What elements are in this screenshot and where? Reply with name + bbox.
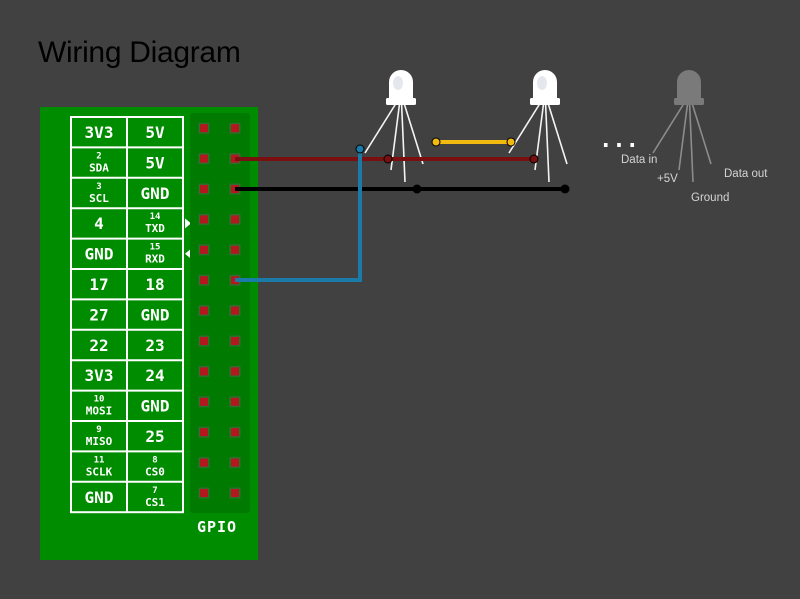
pin-number: 7	[152, 486, 157, 496]
led-1	[364, 70, 424, 183]
pin-label: SCLK	[86, 465, 113, 478]
pin-label: SDA	[89, 161, 109, 174]
led-body	[677, 70, 701, 100]
junction-5v-led1	[383, 154, 393, 164]
leg-label-data-in: Data in	[621, 154, 657, 166]
pin-label: 3V3	[85, 123, 114, 142]
pin-number: 8	[152, 455, 157, 465]
ellipsis-label: ...	[599, 128, 639, 153]
pin-label: MOSI	[86, 405, 113, 418]
pin-number: 14	[150, 212, 161, 222]
pin-number: 10	[94, 395, 105, 405]
leg-label-ground: Ground	[691, 192, 729, 204]
header-pin-odd	[200, 428, 208, 437]
led-leg	[688, 103, 694, 183]
pin-header	[190, 113, 250, 513]
led-leg	[400, 103, 406, 183]
pin-label-grid	[70, 116, 184, 514]
header-pin-odd	[200, 154, 208, 163]
pin-label: 25	[145, 427, 164, 446]
header-pin-even	[231, 337, 239, 345]
pin-label: GND	[85, 488, 114, 507]
header-pin-odd	[200, 215, 208, 224]
pin-label: GND	[85, 245, 114, 264]
led-leg	[547, 103, 568, 165]
junction-data-in	[355, 144, 365, 154]
header-pin-odd	[200, 124, 208, 133]
junction-ground-led1	[412, 184, 422, 194]
pin-label: 3V3	[85, 366, 114, 385]
led-leg	[544, 103, 550, 183]
header-pin-odd	[200, 185, 208, 193]
led-2	[508, 70, 568, 183]
pin-number: 15	[150, 243, 161, 253]
led-leg	[691, 103, 712, 165]
led-leg	[652, 103, 685, 154]
header-pin-odd	[200, 306, 208, 315]
header-pin-odd	[200, 245, 208, 254]
junction-data-out-led1	[431, 137, 441, 147]
leg-label-data-out: Data out	[724, 168, 768, 180]
header-pin-even	[231, 489, 239, 497]
junction-5v-led2	[529, 154, 539, 164]
header-pin-even	[231, 458, 239, 467]
pin-label: 23	[145, 336, 164, 355]
led-shine	[537, 76, 547, 90]
pin-label: 5V	[145, 153, 165, 172]
pin-number: 9	[96, 425, 101, 435]
junction-data-in-led2	[506, 137, 516, 147]
header-pin-even	[231, 245, 239, 254]
pin-number: 2	[96, 151, 101, 161]
direction-arrow-icon	[185, 218, 191, 229]
pin-label: GND	[141, 184, 170, 203]
header-pin-even	[231, 306, 239, 315]
header-pin-even	[231, 428, 239, 437]
led-shine	[393, 76, 403, 90]
junction-ground-led2	[560, 184, 570, 194]
header-pin-even	[231, 215, 239, 224]
pin-label: 24	[145, 366, 164, 385]
header-pin-odd	[200, 489, 208, 497]
diagram-title: Wiring Diagram	[38, 36, 241, 69]
pin-label: 5V	[145, 123, 165, 142]
pin-label: 17	[89, 275, 108, 294]
header-pin-even	[231, 124, 239, 133]
header-pin-odd	[200, 276, 208, 285]
pin-label: CS0	[145, 465, 165, 478]
pin-label: MISO	[86, 435, 113, 448]
pin-label: CS1	[145, 496, 165, 509]
pin-label: 22	[89, 336, 108, 355]
header-pin-odd	[200, 397, 208, 406]
direction-arrow-icon	[185, 248, 191, 259]
led-3-faded	[652, 70, 712, 183]
pin-label: GND	[141, 397, 170, 416]
header-pin-odd	[200, 458, 208, 467]
led-leg	[678, 103, 689, 171]
pin-label: RXD	[145, 253, 165, 266]
header-pin-even	[231, 397, 239, 406]
pin-number: 3	[96, 182, 101, 192]
led-leg	[364, 103, 397, 154]
led-rim	[674, 98, 704, 105]
led-rim	[530, 98, 560, 105]
led-rim	[386, 98, 416, 105]
header-pin-odd	[200, 367, 208, 376]
pin-label: TXD	[145, 222, 165, 235]
pin-label: GND	[141, 305, 170, 324]
header-pin-odd	[200, 337, 208, 345]
pin-label: 4	[94, 214, 104, 233]
header-pin-even	[231, 367, 239, 376]
wire-data	[235, 149, 362, 282]
pin-number: 11	[94, 455, 105, 465]
leg-label-5v: +5V	[657, 173, 678, 185]
pin-label: SCL	[89, 192, 109, 205]
led-leg	[403, 103, 424, 165]
pin-label: 27	[89, 305, 108, 324]
pin-label: 18	[145, 275, 164, 294]
gpio-label: GPIO	[197, 518, 237, 536]
